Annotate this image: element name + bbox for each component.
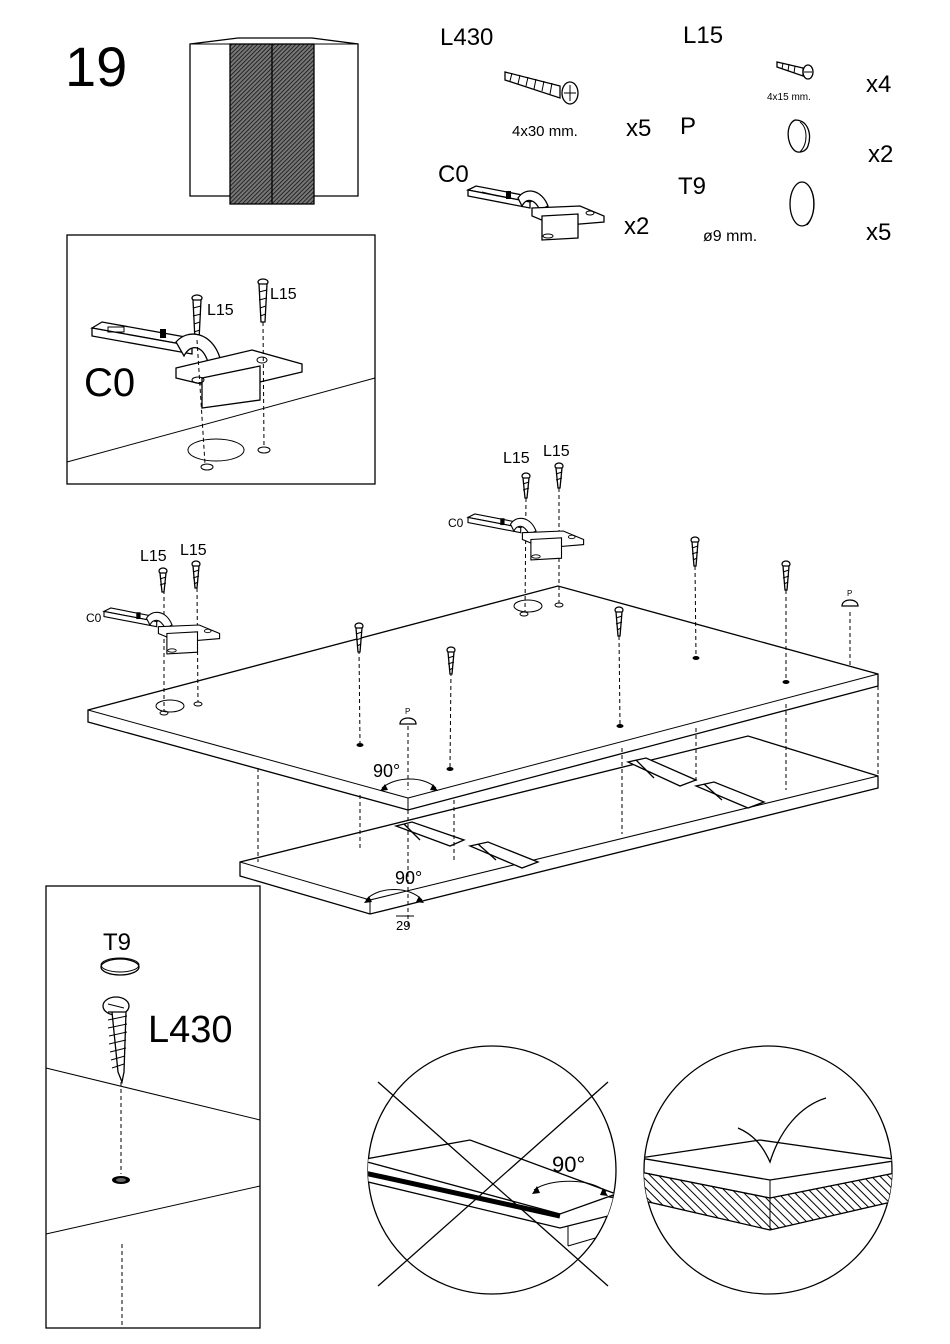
detail-hinge-screw-a-label: L15 bbox=[207, 302, 234, 319]
dimension-label: 29 bbox=[396, 918, 410, 933]
main-screw-icon bbox=[691, 537, 699, 566]
cap-front-label: P bbox=[405, 707, 410, 716]
part-code-l430: L430 bbox=[440, 24, 493, 51]
part-qty-c0: x2 bbox=[624, 213, 649, 240]
part-code-t9: T9 bbox=[678, 173, 706, 200]
main-assembly: P P L15 L15 C0 bbox=[86, 443, 878, 933]
wardrobe-thumbnail bbox=[190, 38, 358, 204]
detail-screw-icon bbox=[192, 295, 202, 340]
part-size-t9: ø9 mm. bbox=[703, 228, 757, 245]
part-code-p: P bbox=[680, 113, 696, 140]
part-code-c0: C0 bbox=[438, 161, 469, 188]
cap-p-icon bbox=[788, 120, 809, 152]
part-size-l430: 4x30 mm. bbox=[512, 123, 578, 140]
main-screw-icon bbox=[192, 561, 200, 588]
main-screw-icon bbox=[522, 473, 530, 498]
part-qty-l15: x4 bbox=[866, 71, 891, 98]
detail-cap-label: T9 bbox=[103, 929, 131, 956]
right-hinge-screw-a-label: L15 bbox=[503, 450, 530, 467]
detail-big-screw-icon bbox=[103, 997, 129, 1082]
main-screw-icon bbox=[159, 568, 167, 592]
main-hinge-icon bbox=[104, 608, 220, 654]
main-screw-icon bbox=[782, 561, 790, 590]
detail-hinge-part-label: C0 bbox=[84, 361, 135, 405]
step-number: 19 bbox=[65, 35, 127, 98]
part-qty-p: x2 bbox=[868, 141, 893, 168]
left-hinge-screw-b-label: L15 bbox=[180, 542, 207, 559]
hinge-c0-icon bbox=[468, 186, 604, 240]
screw-l15-icon bbox=[777, 62, 813, 79]
angle-bottom-label: 90° bbox=[395, 868, 422, 888]
part-size-l15: 4x15 mm. bbox=[767, 92, 811, 103]
detail-screw-label: L430 bbox=[148, 1009, 233, 1051]
part-code-l15: L15 bbox=[683, 22, 723, 49]
cap-t9-icon bbox=[790, 182, 814, 226]
left-hinge-screw-a-label: L15 bbox=[140, 548, 167, 565]
detail-hinge-box: C0 L15 L15 bbox=[67, 235, 375, 484]
part-qty-t9: x5 bbox=[866, 219, 891, 246]
detail-hinge-screw-b-label: L15 bbox=[270, 286, 297, 303]
right-hinge-screw-b-label: L15 bbox=[543, 443, 570, 460]
circle-wrong-detail: 90° bbox=[360, 1046, 616, 1294]
part-qty-l430: x5 bbox=[626, 115, 651, 142]
left-hinge-part-label: C0 bbox=[86, 611, 102, 625]
screw-l430-icon bbox=[505, 72, 578, 104]
main-screw-icon bbox=[555, 463, 563, 488]
main-hinge-icon bbox=[468, 514, 584, 560]
cap-p-icon bbox=[400, 718, 416, 724]
detail-screw-icon bbox=[258, 279, 268, 322]
cap-back-label: P bbox=[847, 589, 852, 598]
circle-right-detail bbox=[640, 1046, 900, 1294]
right-hinge-part-label: C0 bbox=[448, 516, 464, 530]
angle-top-label: 90° bbox=[373, 761, 400, 781]
detail-screw-box: T9 L430 bbox=[46, 886, 260, 1328]
cap-p-icon bbox=[842, 600, 858, 606]
circle-wrong-angle-label: 90° bbox=[552, 1152, 585, 1177]
